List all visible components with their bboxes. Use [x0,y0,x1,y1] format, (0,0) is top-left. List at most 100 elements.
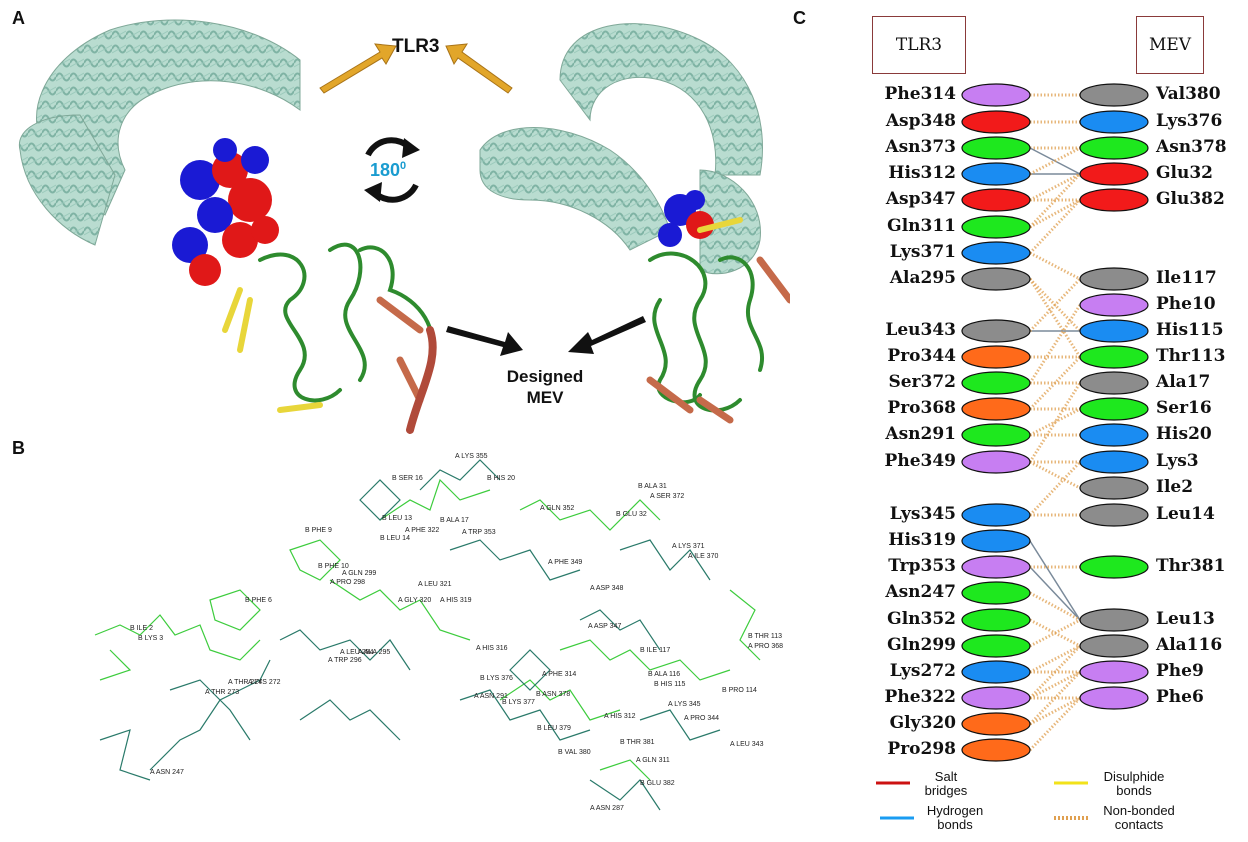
tlr3-residue-oval [961,712,1031,736]
residue-label: B ILE 2 [130,625,153,632]
mev-residue-oval [1079,608,1149,632]
contact-line [1029,407,1081,437]
residue-label: A SER 372 [650,493,684,500]
residue-label: A PHE 349 [548,559,582,566]
legend-nonbonded-line2: contacts [1114,817,1164,832]
tlr3-residue-name: Ala295 [889,268,956,288]
residue-label: A ASP 348 [590,585,623,592]
mev-residue-oval [1079,110,1149,134]
residue-label: A GLN 299 [342,570,376,577]
stick-bonds [94,459,761,811]
residue-label: B LYS 3 [138,635,163,642]
tlr3-residue-name: Phe314 [884,84,956,104]
mev-residue-name: Leu13 [1156,609,1215,629]
residue-label: B PRO 114 [722,687,757,694]
mev-residue-oval [1079,83,1149,107]
legend-hydrogen-line2: bonds [937,817,973,832]
mev-residue-name: Ala116 [1156,635,1223,655]
mev-residue-name: Ile2 [1156,477,1194,497]
arrow-tlr3-left [319,43,397,94]
designed-mev-label: Designed MEV [500,366,590,408]
tlr3-residue-oval [961,503,1031,527]
legend-disulphide-line1: Disulphide [1103,769,1165,784]
residue-label: A LYS 355 [455,453,488,460]
residue-label: B ALA 31 [638,483,667,490]
residue-label: A PHE 322 [405,527,439,534]
mev-residue-oval [1079,371,1149,395]
mev-residue-oval [1079,397,1149,421]
legend-disulphide-label: Disulphide bonds [1094,770,1174,798]
residue-label: B ALA 116 [648,671,680,678]
arrow-mev-left [446,326,523,356]
tlr3-residue-oval [961,83,1031,107]
tlr3-residue-oval [961,241,1031,265]
contact-line [1029,460,1081,490]
designed-mev-line1: Designed [506,367,584,386]
tlr3-residue-oval [961,555,1031,579]
tlr3-residue-oval [961,529,1031,553]
tlr3-residue-oval [961,319,1031,343]
mev-residue-oval [1079,136,1149,160]
contact-line [1028,198,1082,255]
legend-nonbonded-label: Non-bonded contacts [1094,804,1184,832]
residue-label: B LEU 379 [537,725,571,732]
mev-header-box: MEV [1136,16,1204,74]
panel-a-structure [18,19,790,434]
contact-line [1028,304,1082,384]
mev-residue-name: Thr113 [1156,346,1226,366]
mev-residue-oval [1079,660,1149,684]
residue-label: B PHE 9 [305,527,332,534]
mev-residue-oval [1079,450,1149,474]
residue-label: A LEU 321 [418,581,452,588]
contact-line [1029,146,1081,176]
residue-label: A HIS 312 [604,713,636,720]
mev-residue-name: Val380 [1156,84,1221,104]
residue-label: A GLY 320 [398,597,431,604]
legend-disulphide-line2: bonds [1116,783,1152,798]
mev-residue-name: Ile117 [1156,268,1217,288]
panel-letter-a: A [12,8,25,28]
tlr3-residue-name: Pro298 [887,739,956,759]
tlr3-residue-oval [961,371,1031,395]
residue-label: B PHE 6 [245,597,272,604]
residue-label: A LEU 343 [730,741,764,748]
mev-residue-name: Ala17 [1156,372,1211,392]
residue-label: A TRP 353 [462,529,496,536]
residue-label: A ASN 287 [590,805,624,812]
residue-label: B HIS 115 [654,681,685,688]
tlr3-residue-name: Gly320 [889,713,956,733]
arrow-tlr3-right [445,43,513,94]
contact-line [1029,670,1081,700]
contact-line [1028,382,1082,463]
mev-residue-oval [1079,188,1149,212]
legend-hydrogen-label: Hydrogen bonds [920,804,990,832]
legend-salt-label: Salt bridges [916,770,976,798]
contact-line [1028,460,1082,517]
mev-residue-name: Glu382 [1156,189,1225,209]
panel-letter-c: C [793,8,806,28]
mev-residue-name: Lys3 [1156,451,1199,471]
mev-residue-name: Lys376 [1156,111,1223,131]
contact-line [1028,670,1082,726]
residue-label: A LYS 371 [672,543,705,550]
tlr3-label: TLR3 [392,36,440,57]
tlr3-residue-name: Gln352 [887,609,956,629]
interface-spheres-left [172,138,279,286]
tlr3-residue-oval [961,267,1031,291]
tlr3-residue-ovals [961,83,1031,762]
contact-line [1029,696,1081,726]
mev-residue-oval [1079,686,1149,710]
mev-residue-oval [1079,267,1149,291]
panel-letter-b: B [12,438,25,458]
tlr3-residue-name: Asn247 [885,582,956,602]
residue-label: B THR 381 [620,739,655,746]
tlr3-residue-oval [961,634,1031,658]
tlr3-residue-oval [961,660,1031,684]
tlr3-residue-name: Asp347 [885,189,956,209]
tlr3-residue-name: Phe349 [884,451,956,471]
contact-line [1029,591,1081,622]
mev-residue-oval [1079,423,1149,447]
contact-line [1029,198,1081,229]
tlr3-residue-oval [961,608,1031,632]
